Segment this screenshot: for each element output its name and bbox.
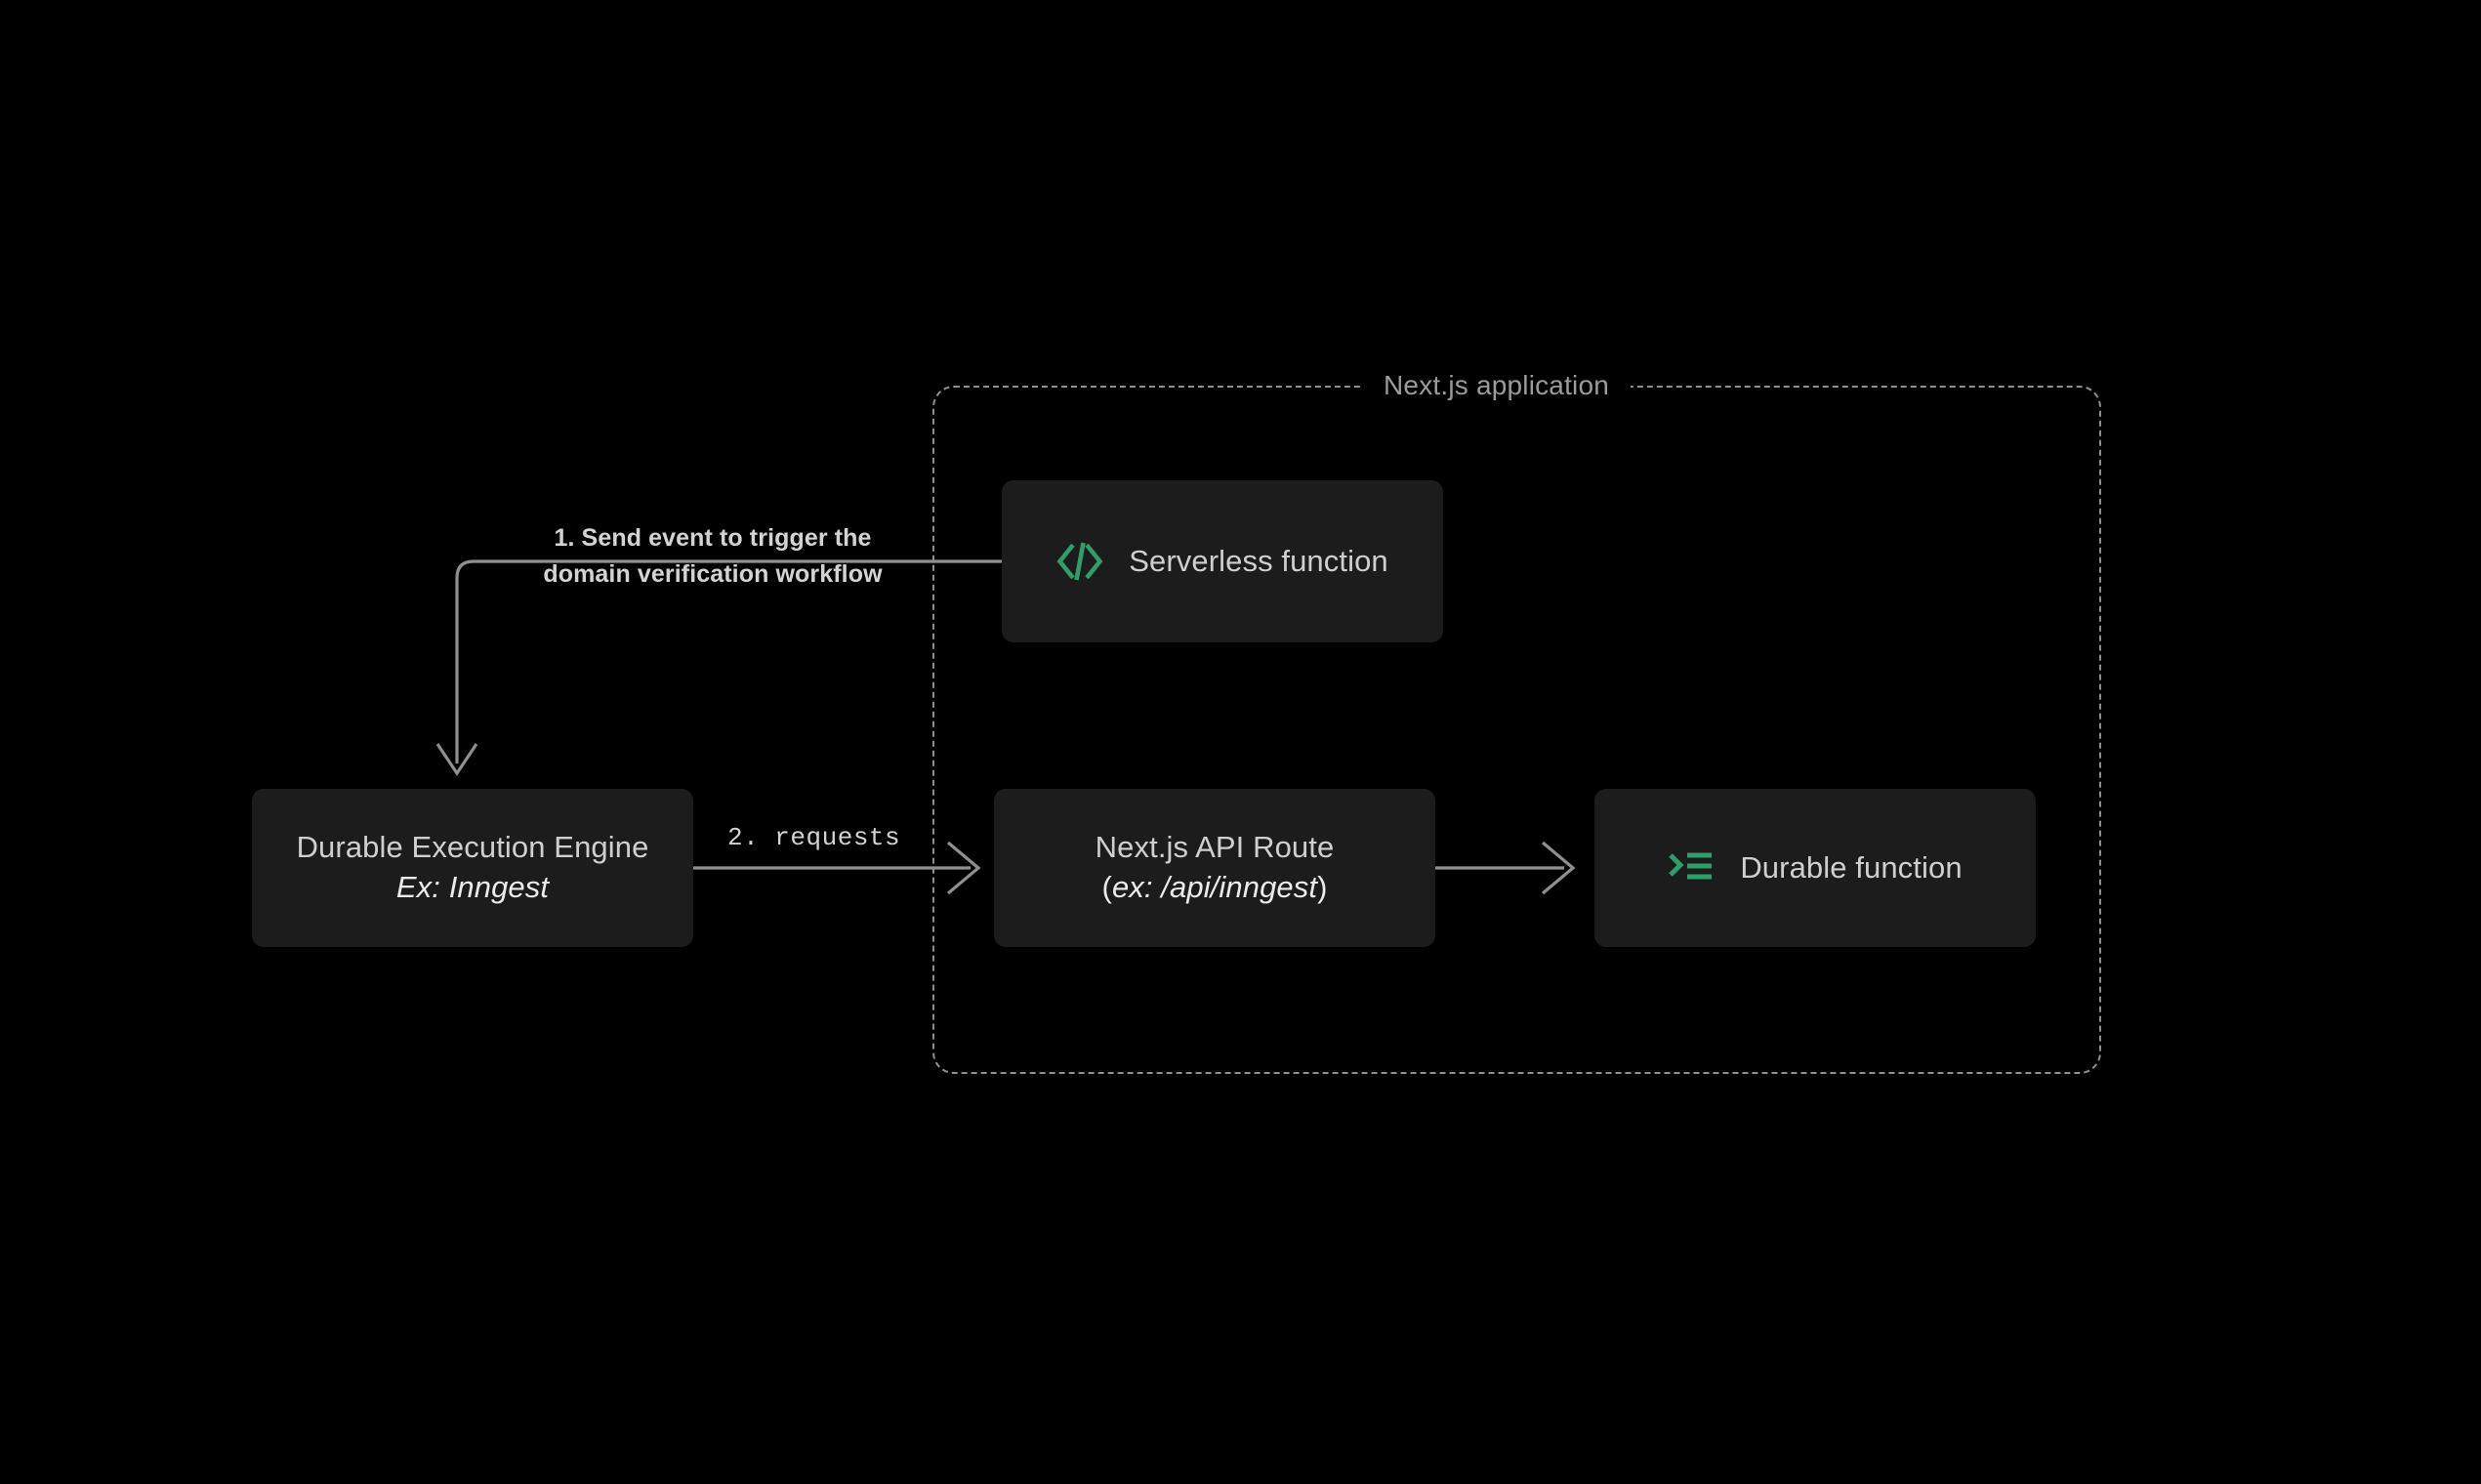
node-content: Durable function — [1638, 847, 1991, 888]
node-title: Serverless function — [1129, 543, 1388, 578]
terminal-list-icon — [1668, 847, 1715, 888]
node-subtitle: Ex: Inngest — [395, 870, 550, 904]
container-title: Next.js application — [1362, 366, 1632, 405]
node-label: Next.js API Route (ex: /api/inngest) — [1096, 828, 1335, 908]
code-brackets-icon — [1056, 539, 1103, 584]
node-nextjs-api-route[interactable]: Next.js API Route (ex: /api/inngest) — [994, 789, 1435, 947]
node-subtitle: (ex: /api/inngest) — [1096, 868, 1335, 908]
node-serverless-function[interactable]: Serverless function — [1002, 480, 1443, 642]
node-durable-execution-engine[interactable]: Durable Execution Engine Ex: Inngest — [252, 789, 693, 947]
node-durable-function[interactable]: Durable function — [1594, 789, 2036, 947]
node-title: Durable Execution Engine — [296, 830, 649, 865]
node-title: Next.js API Route — [1095, 830, 1335, 865]
node-title: Durable function — [1740, 849, 1963, 885]
edge-label-requests: 2. requests — [727, 823, 901, 852]
subtitle-close-paren: ) — [1317, 870, 1328, 904]
node-label: Durable Execution Engine Ex: Inngest — [297, 828, 649, 908]
subtitle-open-paren: ( — [1101, 870, 1112, 904]
edge-label-line-1: 1. Send event to trigger the — [554, 524, 872, 552]
node-label: Durable function — [1740, 848, 1962, 888]
edge-serverless-to-engine — [435, 559, 1002, 776]
subtitle-text: ex: /api/inngest — [1111, 870, 1318, 904]
edge-label-line-2: domain verification workflow — [543, 560, 883, 588]
edge-label-send-event: 1. Send event to trigger the domain veri… — [527, 520, 898, 593]
node-content: Serverless function — [1027, 539, 1418, 584]
node-label: Serverless function — [1129, 542, 1388, 582]
node-content: Durable Execution Engine Ex: Inngest — [268, 828, 679, 908]
node-content: Next.js API Route (ex: /api/inngest) — [1066, 828, 1364, 908]
